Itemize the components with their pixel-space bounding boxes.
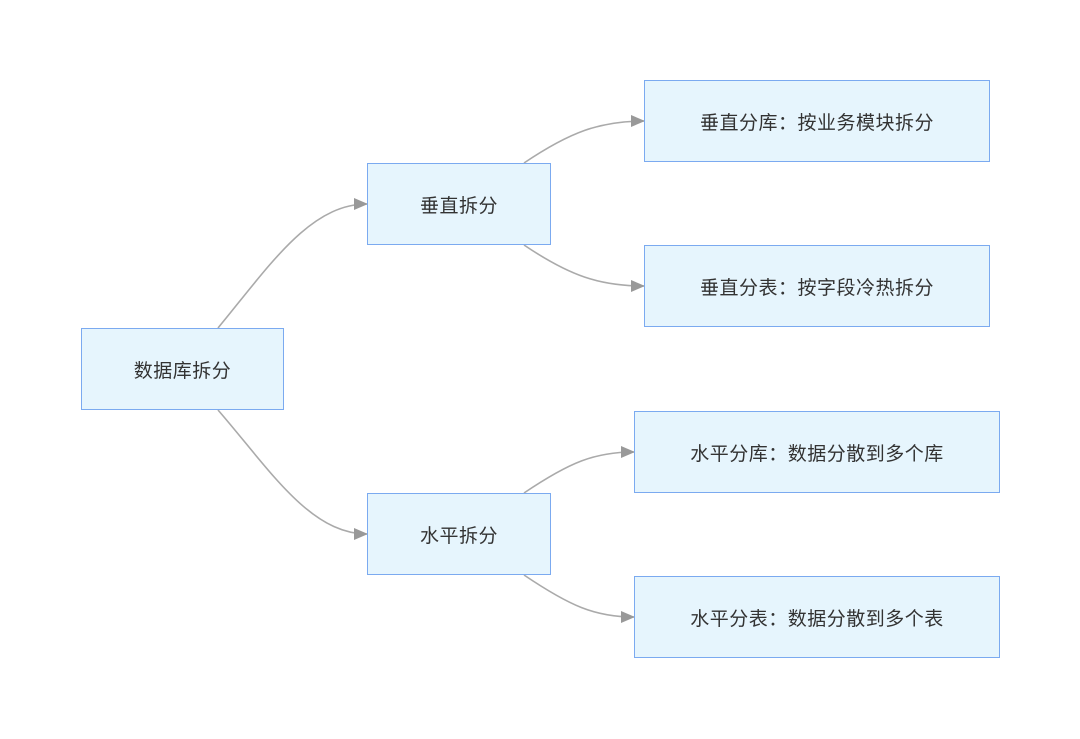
edge-vertical-to-table <box>523 244 645 292</box>
node-vertical-db-split: 垂直分库：按业务模块拆分 <box>644 80 990 162</box>
node-label: 数据库拆分 <box>133 359 232 382</box>
node-database-split: 数据库拆分 <box>81 328 284 410</box>
node-label: 水平拆分 <box>419 524 498 547</box>
node-vertical-table-split: 垂直分表：按字段冷热拆分 <box>644 245 990 327</box>
node-label: 垂直分表：按字段冷热拆分 <box>699 276 934 299</box>
node-label: 水平分表：数据分散到多个表 <box>690 607 944 630</box>
edge-root-to-horizontal <box>217 409 368 540</box>
edge-horizontal-to-db <box>523 446 635 494</box>
edge-horizontal-to-table <box>523 574 635 623</box>
node-label: 垂直拆分 <box>419 194 498 217</box>
node-label: 垂直分库：按业务模块拆分 <box>699 111 934 134</box>
edge-vertical-to-db <box>523 115 645 164</box>
node-label: 水平分库：数据分散到多个库 <box>690 442 944 465</box>
node-horizontal-db-split: 水平分库：数据分散到多个库 <box>634 411 1000 493</box>
node-horizontal-split: 水平拆分 <box>367 493 551 575</box>
edge-root-to-vertical <box>217 198 368 329</box>
node-vertical-split: 垂直拆分 <box>367 163 551 245</box>
node-horizontal-table-split: 水平分表：数据分散到多个表 <box>634 576 1000 658</box>
